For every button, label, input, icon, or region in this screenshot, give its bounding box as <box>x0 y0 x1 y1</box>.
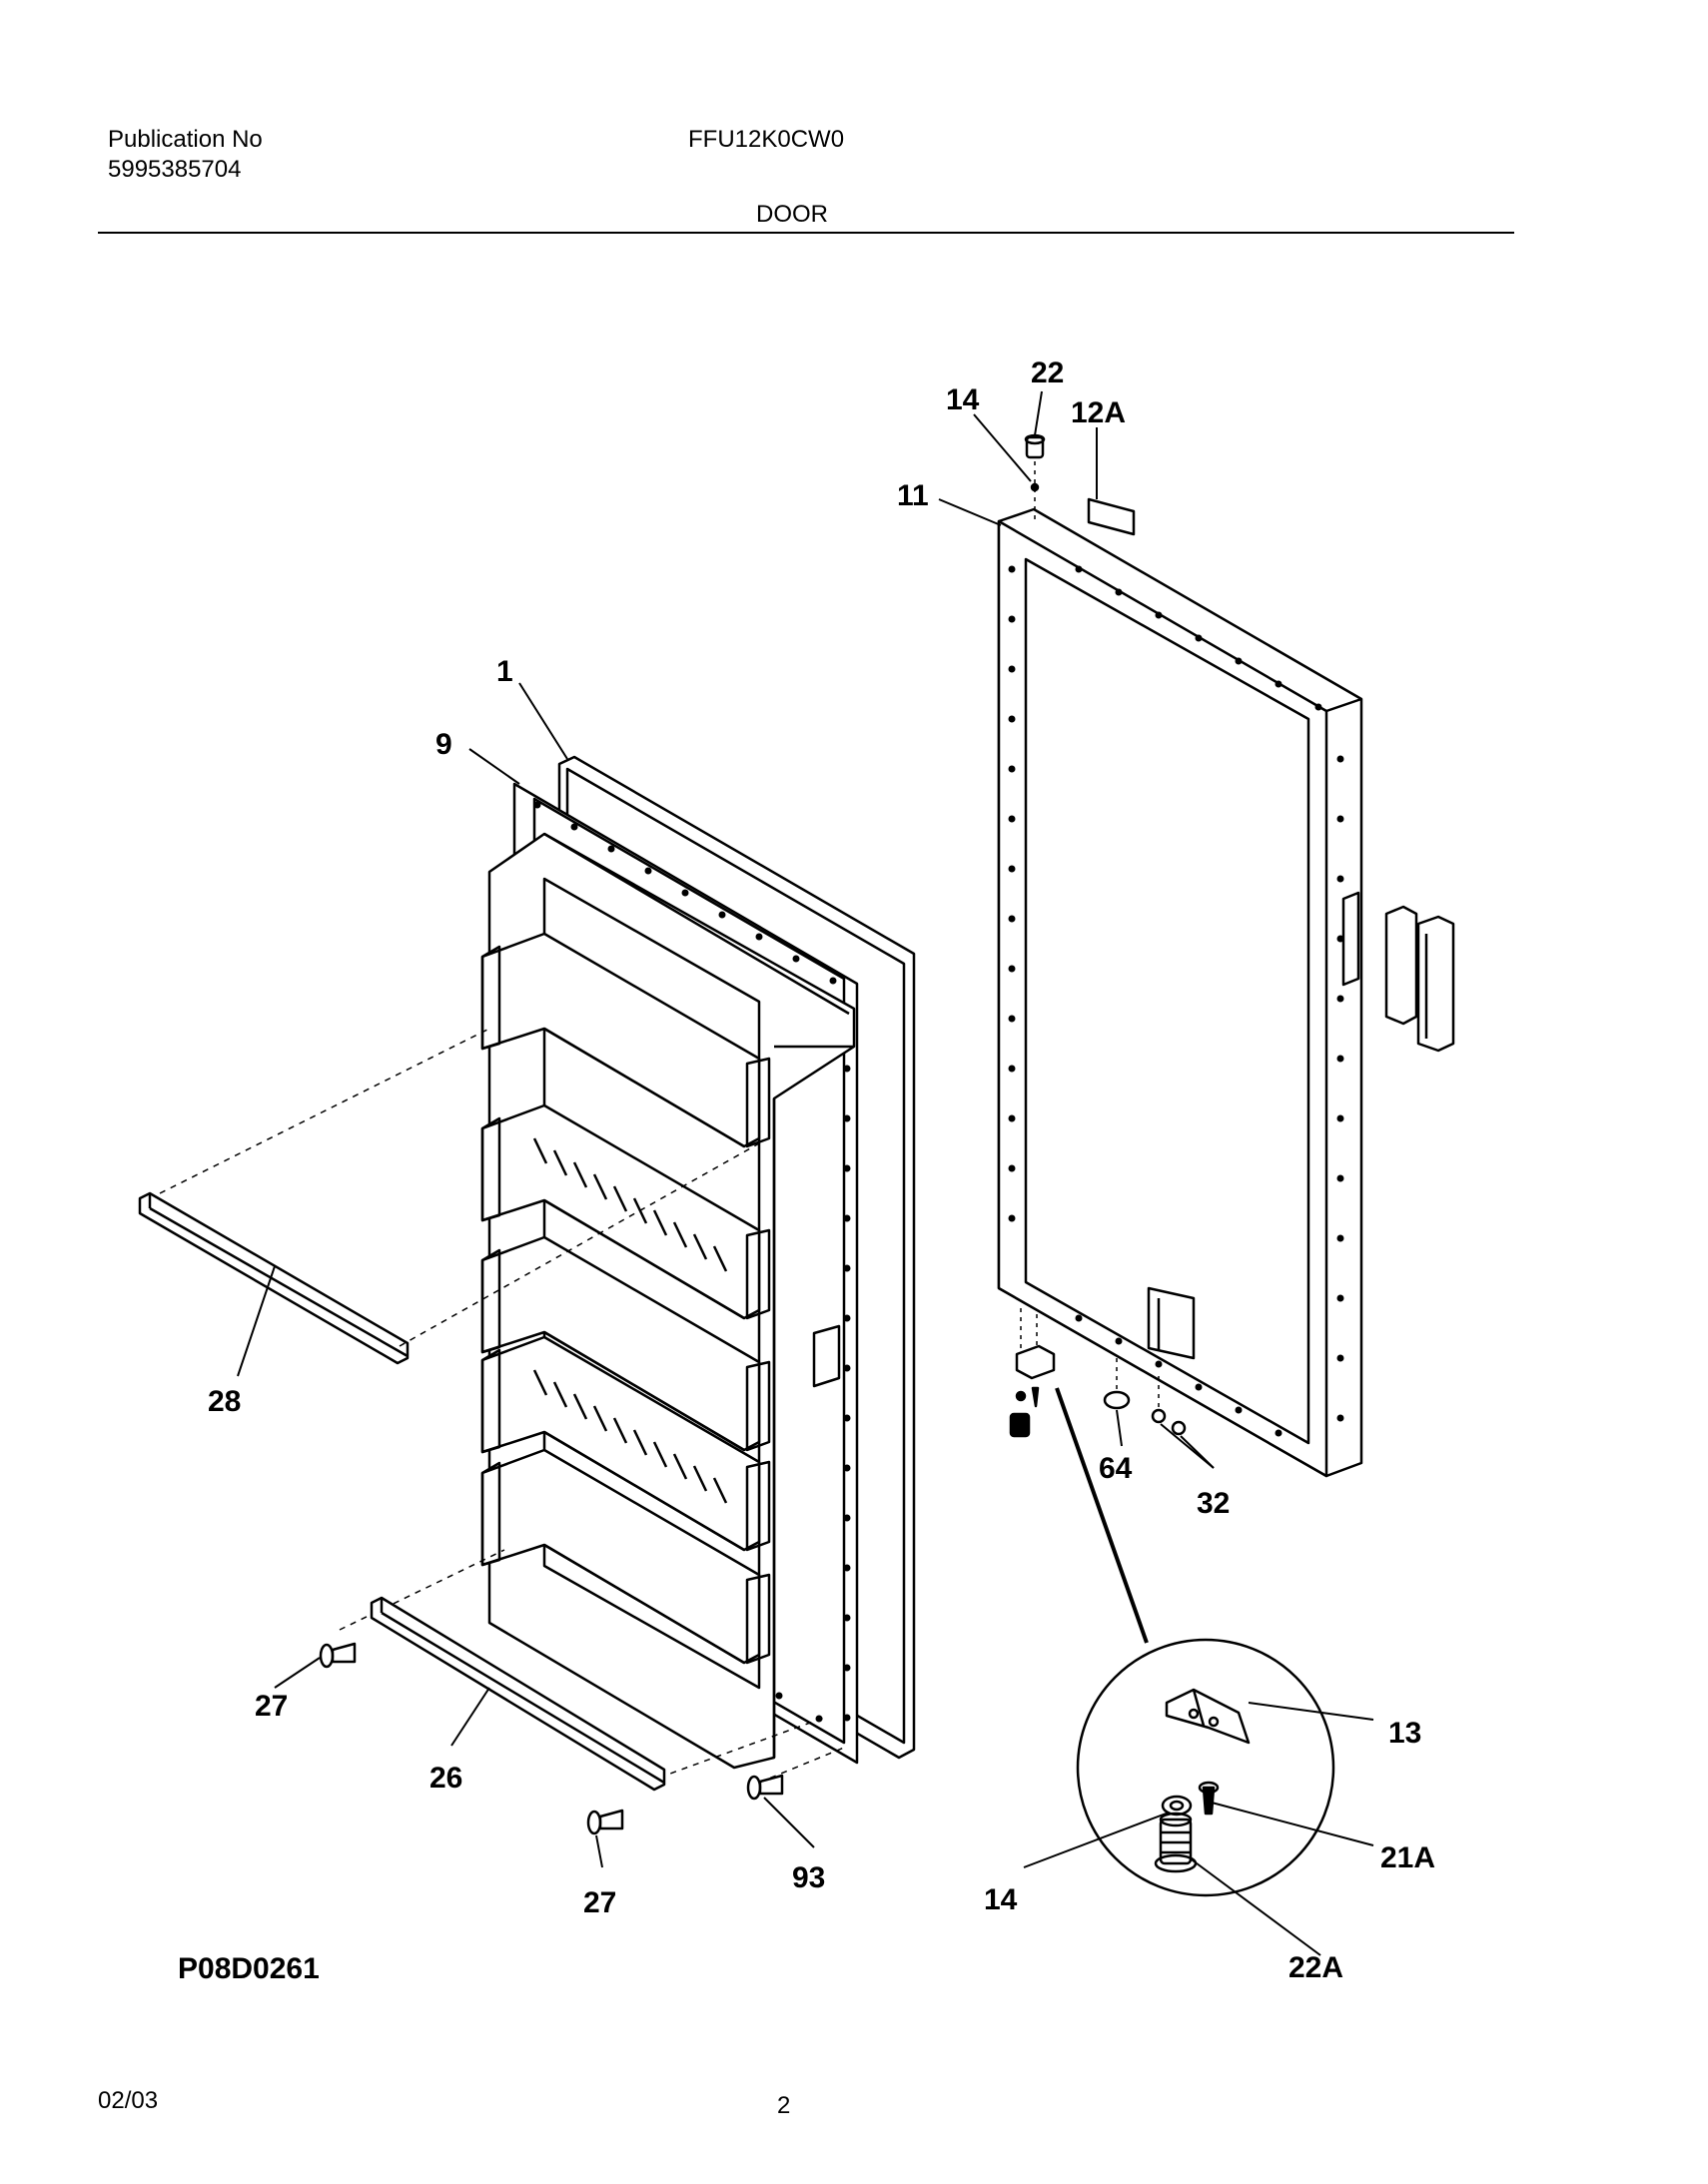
leader-lines <box>237 390 1374 1956</box>
callout-13: 13 <box>1388 1717 1421 1750</box>
door-shelf-1 <box>480 932 771 1148</box>
outer-door-panel <box>997 507 1363 1478</box>
callout-14: 14 <box>946 383 980 416</box>
door-shelf-4 <box>480 1335 771 1552</box>
callout-9: 9 <box>435 728 452 761</box>
callout-64: 64 <box>1099 1452 1133 1485</box>
bottom-bar-26 <box>370 1596 666 1792</box>
callout-1: 1 <box>496 655 513 688</box>
push-pin-93 <box>746 1774 784 1801</box>
door-shelf-5 <box>480 1448 771 1665</box>
callout-14-detail: 14 <box>984 1883 1018 1916</box>
model-number: FFU12K0CW0 <box>688 126 845 153</box>
shelf-bar-28 <box>138 1191 410 1365</box>
handle-assembly <box>1341 891 1455 1053</box>
callout-11: 11 <box>897 479 929 512</box>
callout-22a: 22A <box>1288 1951 1343 1984</box>
callout-27-lower: 27 <box>583 1886 616 1919</box>
outer-door-holes <box>1008 565 1344 1437</box>
push-pin-27-lower <box>586 1809 624 1835</box>
callout-28: 28 <box>208 1385 241 1418</box>
publication-label: Publication No <box>108 126 263 153</box>
bottom-hinge-hardware <box>1009 1308 1187 1438</box>
door-shelf-3 <box>480 1235 771 1452</box>
callout-26: 26 <box>429 1762 462 1795</box>
callout-27-upper: 27 <box>255 1690 288 1723</box>
footer-date: 02/03 <box>98 2087 159 2114</box>
section-title: DOOR <box>756 201 828 228</box>
detail-view <box>1076 1638 1335 1897</box>
callout-32: 32 <box>1197 1487 1230 1520</box>
callout-93: 93 <box>792 1861 825 1894</box>
callout-22: 22 <box>1031 357 1064 389</box>
header-rule <box>98 232 1514 234</box>
door-shelf-2 <box>480 1103 771 1320</box>
callout-21a: 21A <box>1380 1841 1435 1874</box>
top-hinge-hardware <box>1024 433 1136 536</box>
callout-12a: 12A <box>1071 396 1126 429</box>
publication-number: 5995385704 <box>108 156 242 183</box>
push-pin-27-upper <box>319 1642 357 1669</box>
diagram-code: P08D0261 <box>178 1952 320 1985</box>
page-number: 2 <box>777 2092 791 2119</box>
